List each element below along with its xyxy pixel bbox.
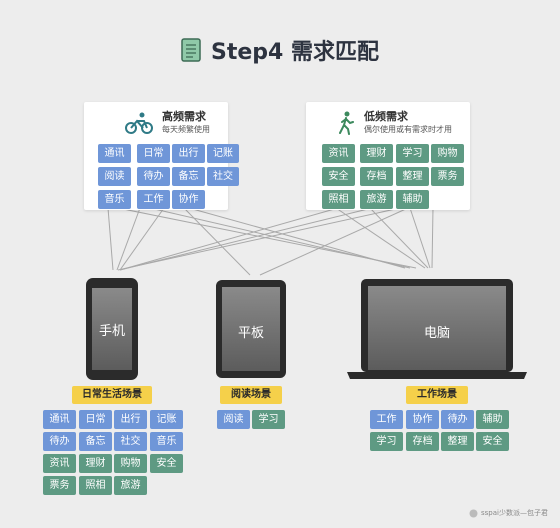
tablet-device	[216, 280, 286, 378]
high-tag: 记账	[207, 144, 239, 163]
high-frequency-header: 高频需求 每天频繁使用	[124, 110, 210, 135]
footer-text: sspai少数派—包子君	[481, 509, 548, 517]
page-title-row: Step4 需求匹配	[0, 34, 560, 66]
laptop-tag: 辅助	[476, 410, 509, 429]
tablet-tag: 阅读	[217, 410, 250, 429]
laptop-tag: 工作	[370, 410, 403, 429]
low-frequency-title: 低频需求	[364, 110, 408, 123]
phone-tag: 社交	[114, 432, 147, 451]
laptop-tag: 待办	[441, 410, 474, 429]
document-icon	[181, 38, 201, 62]
tablet-scene-badge: 阅读场景	[220, 386, 282, 404]
high-tag: 待办	[137, 167, 170, 186]
phone-tag: 旅游	[114, 476, 147, 495]
high-tag: 协作	[172, 190, 205, 209]
phone-tag: 安全	[150, 454, 183, 473]
phone-tag: 音乐	[150, 432, 183, 451]
walker-icon	[339, 111, 354, 135]
low-frequency-card: 低频需求 偶尔使用或有需求时才用 资讯 理财 学习 购物 安全 存档 整理 票务…	[306, 102, 470, 210]
high-frequency-card: 高频需求 每天频繁使用 通讯 日常 出行 记账 阅读 待办 备忘 社交 音乐 工…	[84, 102, 239, 210]
sspai-logo-icon	[469, 509, 478, 517]
phone-tag: 出行	[114, 410, 147, 429]
high-tag: 备忘	[172, 167, 205, 186]
laptop-tag: 学习	[370, 432, 403, 451]
low-tag: 资讯	[322, 144, 355, 163]
high-frequency-title: 高频需求	[162, 110, 206, 123]
high-tag: 阅读	[98, 167, 131, 186]
low-tag: 整理	[396, 167, 429, 186]
tablet-tag: 学习	[252, 410, 285, 429]
phone-tag: 资讯	[43, 454, 76, 473]
high-tag: 音乐	[98, 190, 131, 209]
low-tag: 辅助	[396, 190, 429, 209]
low-tag: 购物	[431, 144, 464, 163]
low-tag: 安全	[322, 167, 355, 186]
low-frequency-subtitle: 偶尔使用或有需求时才用	[364, 125, 452, 134]
phone-tag: 通讯	[43, 410, 76, 429]
low-tag: 票务	[431, 167, 464, 186]
laptop-scene-badge: 工作场景	[406, 386, 468, 404]
phone-tag: 购物	[114, 454, 147, 473]
laptop-tag: 整理	[441, 432, 474, 451]
phone-tag: 照相	[79, 476, 112, 495]
high-tag: 出行	[172, 144, 205, 163]
laptop-label: 电脑	[423, 326, 450, 341]
phone-label: 手机	[98, 324, 125, 339]
low-tag: 学习	[396, 144, 429, 163]
phone-tag: 待办	[43, 432, 76, 451]
laptop-tag: 存档	[406, 432, 439, 451]
page-title: Step4 需求匹配	[211, 40, 379, 65]
phone-tag: 日常	[79, 410, 112, 429]
laptop-tag: 协作	[406, 410, 439, 429]
low-frequency-header: 低频需求 偶尔使用或有需求时才用	[336, 110, 452, 135]
phone-tag: 理财	[79, 454, 112, 473]
footer-credit: sspai少数派—包子君	[469, 508, 548, 518]
low-tag: 旅游	[360, 190, 393, 209]
low-tag: 理财	[360, 144, 393, 163]
high-tag: 工作	[137, 190, 170, 209]
high-tag: 日常	[137, 144, 170, 163]
laptop-device	[347, 279, 527, 379]
phone-device	[86, 278, 138, 380]
low-tag: 照相	[322, 190, 355, 209]
high-tag: 社交	[207, 167, 239, 186]
phone-tag: 记账	[150, 410, 183, 429]
phone-tag: 备忘	[79, 432, 112, 451]
low-tag: 存档	[360, 167, 393, 186]
laptop-tag: 安全	[476, 432, 509, 451]
cyclist-icon	[125, 112, 153, 134]
high-tag: 通讯	[98, 144, 131, 163]
phone-scene-badge: 日常生活场景	[72, 386, 152, 404]
high-frequency-subtitle: 每天频繁使用	[162, 125, 210, 134]
phone-tag: 票务	[43, 476, 76, 495]
tablet-label: 平板	[237, 326, 264, 341]
